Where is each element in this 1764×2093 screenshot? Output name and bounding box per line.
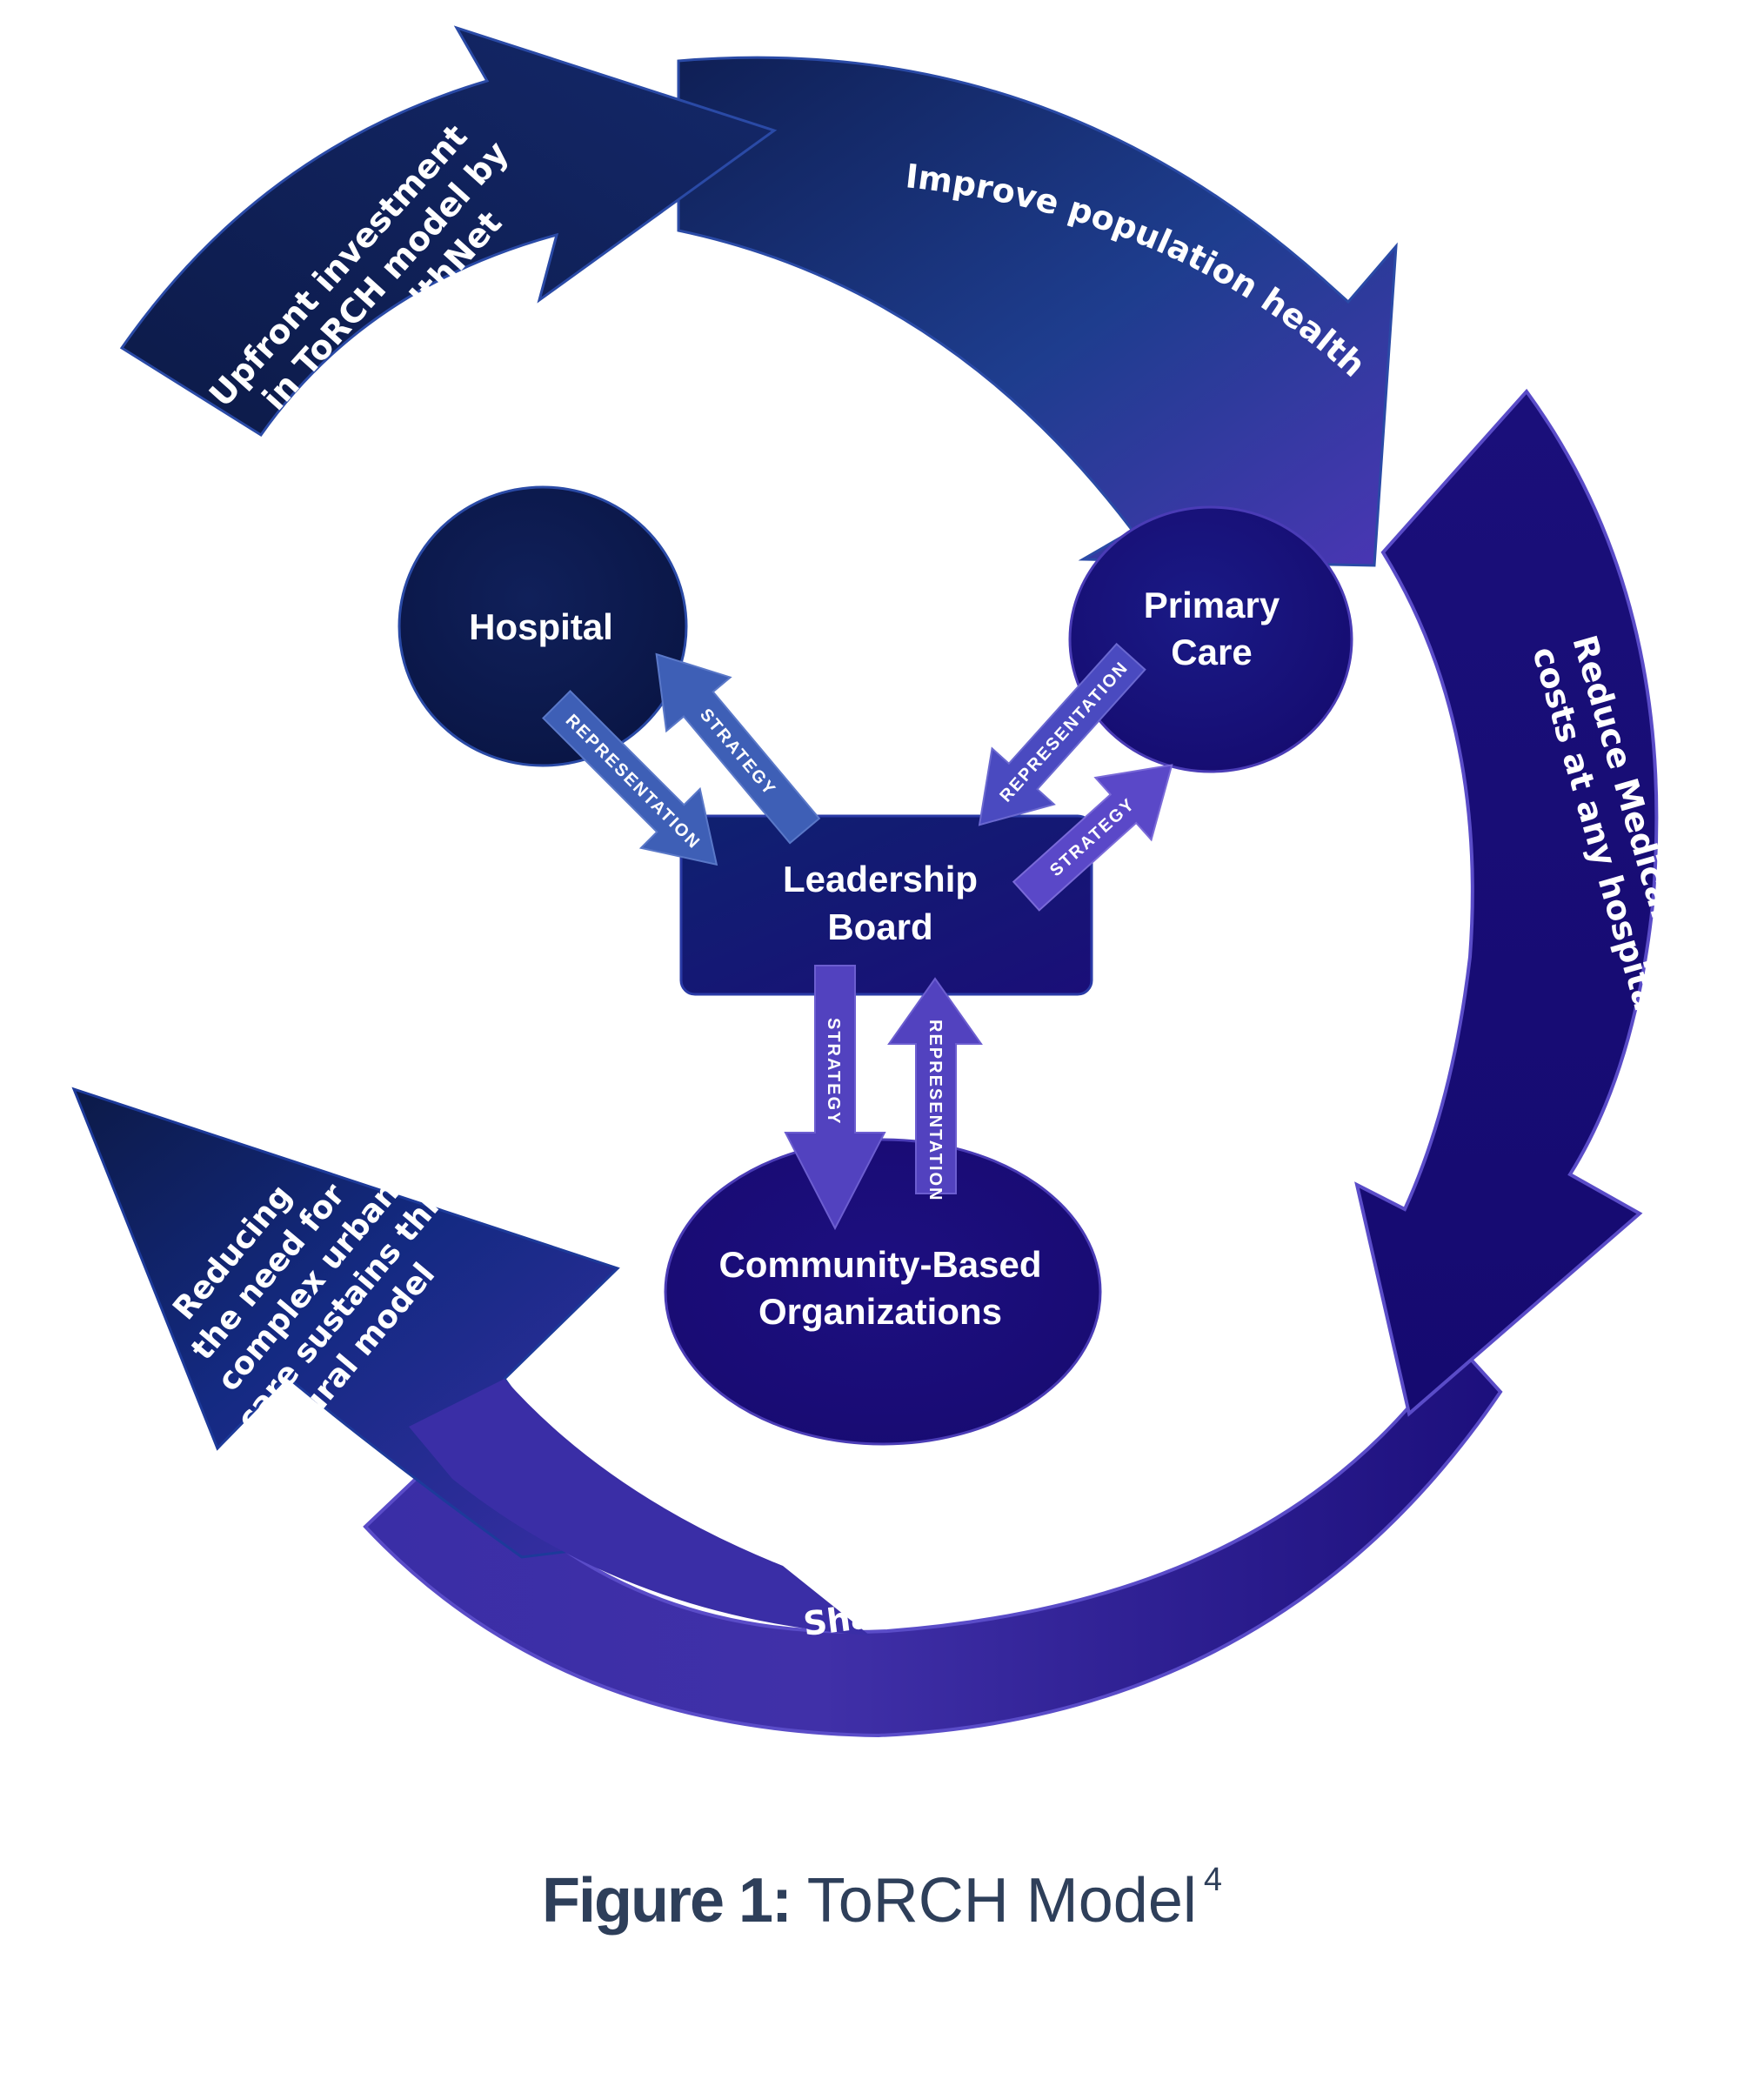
node-hospital-label: Hospital — [469, 606, 613, 647]
figure-caption-footnote: 4 — [1203, 1862, 1222, 1898]
node-primary-care — [1068, 505, 1353, 773]
node-community-based-organizations — [664, 1138, 1102, 1446]
connector-board-to-cbo-label: STRATEGY — [824, 1018, 843, 1125]
connector-cbo-to-board-shape — [887, 977, 983, 1194]
node-leadership-label-2: Board — [827, 906, 932, 947]
node-primary-care-label-2: Care — [1171, 632, 1252, 672]
figure-caption-title: ToRCH Model — [806, 1866, 1197, 1936]
cycle-arrow-reduce — [1354, 388, 1659, 1417]
node-leadership-label-1: Leadership — [783, 859, 978, 899]
connector-board-to-hospital-shape — [655, 652, 821, 845]
figure-caption-label: Figure 1: — [541, 1866, 792, 1936]
connector-board-to-hospital-label: STRATEGY — [696, 705, 779, 800]
connector-cbo-to-board: REPRESENTATION — [887, 977, 983, 1202]
connector-primary-to-board-shape — [978, 642, 1146, 826]
connector-board-to-cbo-shape — [784, 965, 886, 1231]
connector-board-to-cbo: STRATEGY — [784, 965, 886, 1231]
node-primary-care-label-1: Primary — [1144, 585, 1280, 625]
cycle-arrow-reducing-tail — [409, 1379, 870, 1635]
cycle-arrow-share-body — [363, 1341, 1503, 1738]
node-hospital — [398, 485, 688, 767]
cycle-arrow-improve — [677, 56, 1398, 567]
connector-board-to-primary-shape — [1012, 764, 1173, 912]
node-leadership-board — [679, 814, 1093, 996]
connector-cbo-to-board-label: REPRESENTATION — [925, 1020, 945, 1202]
node-cbo-label-2: Organizations — [758, 1291, 1002, 1332]
connector-hospital-to-board-shape — [542, 690, 718, 866]
cycle-arrow-upfront — [119, 25, 778, 438]
node-cbo-label-1: Community-Based — [718, 1244, 1041, 1285]
